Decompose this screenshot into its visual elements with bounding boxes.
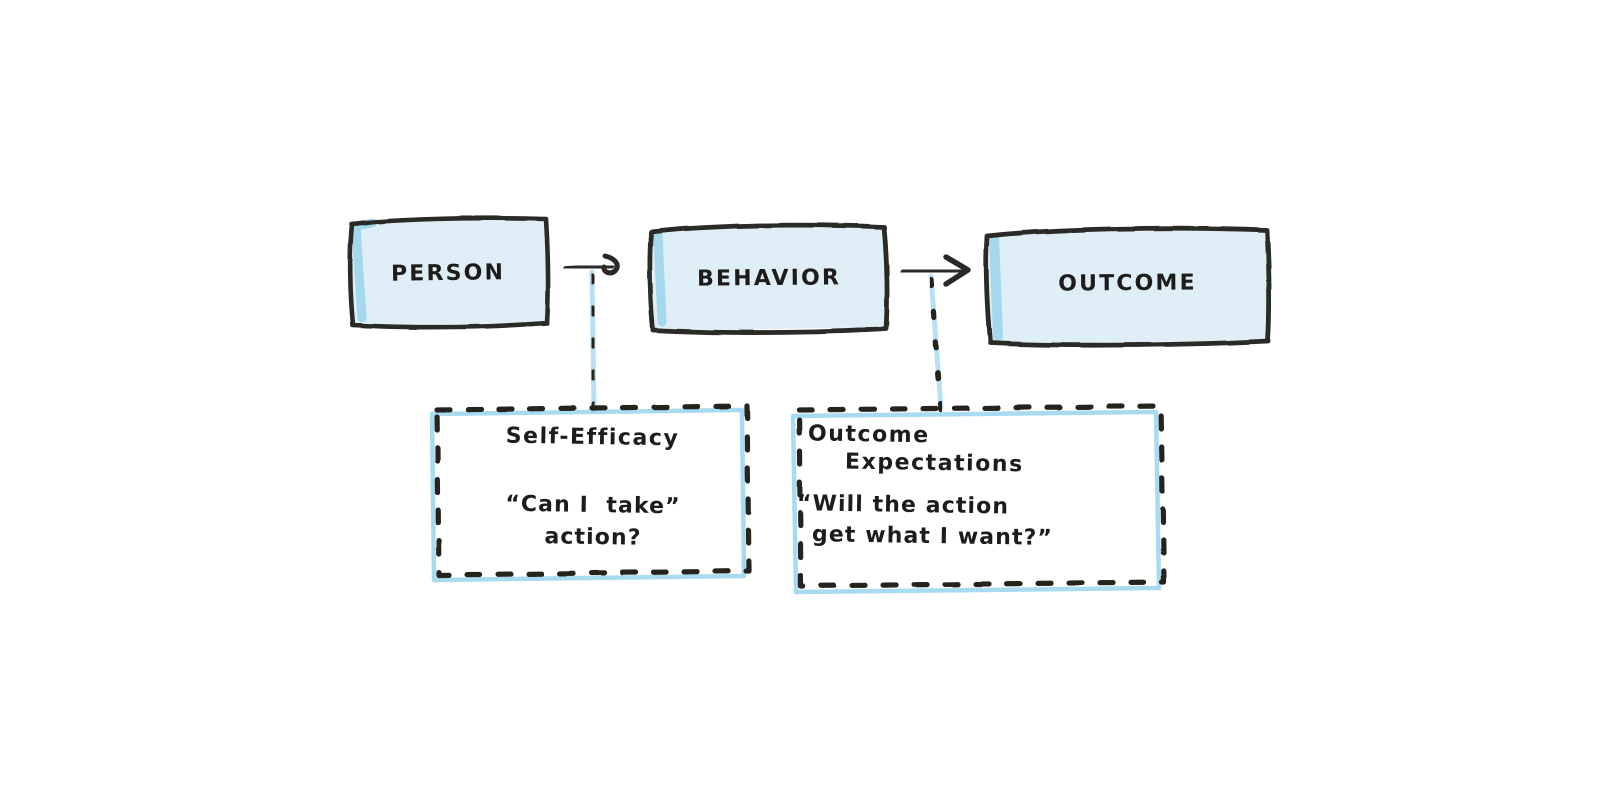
note-outcome-expectations-title-line-1: Outcome bbox=[807, 421, 930, 449]
arrow-person-to-behavior bbox=[563, 253, 620, 276]
note-self-efficacy-quote-line-1: “Can I take” bbox=[505, 491, 681, 520]
arrow-behavior-to-outcome bbox=[900, 254, 971, 287]
note-self-efficacy-underlay bbox=[429, 407, 747, 583]
node-outcome-fill bbox=[988, 229, 1270, 344]
note-self-efficacy-title: Self-Efficacy bbox=[505, 423, 680, 452]
node-behavior-fill bbox=[652, 226, 888, 331]
connector-self-efficacy-dots bbox=[589, 273, 597, 413]
connector-self-efficacy bbox=[589, 269, 597, 413]
node-behavior-border bbox=[647, 222, 890, 335]
node-person-border bbox=[347, 215, 551, 330]
node-outcome[interactable] bbox=[983, 225, 1272, 348]
arrow-person-to-behavior-head bbox=[601, 253, 620, 276]
node-behavior[interactable] bbox=[647, 222, 890, 335]
connector-outcome-expectations bbox=[928, 273, 944, 413]
note-outcome-expectations-quote-line-2: get what I want?” bbox=[811, 522, 1054, 551]
note-outcome-expectations[interactable] bbox=[790, 403, 1167, 595]
node-behavior-label: Behavior bbox=[696, 256, 842, 294]
node-outcome-border bbox=[983, 225, 1272, 348]
node-person-fill bbox=[350, 218, 549, 327]
arrow-behavior-to-outcome-shaft bbox=[900, 267, 966, 275]
connector-outcome-expectations-dots bbox=[928, 277, 944, 413]
note-outcome-expectations-border bbox=[796, 403, 1167, 589]
note-self-efficacy-quote-line-2: action? bbox=[544, 524, 642, 551]
note-outcome-expectations-quote-line-1: “Will the action bbox=[796, 491, 1010, 520]
node-person-label: Person bbox=[390, 251, 506, 289]
note-outcome-expectations-underlay bbox=[790, 409, 1162, 595]
node-person[interactable] bbox=[347, 215, 551, 330]
node-outcome-pencil-edge bbox=[989, 233, 1003, 341]
node-behavior-pencil-edge bbox=[653, 229, 667, 327]
note-self-efficacy[interactable] bbox=[429, 403, 752, 583]
node-outcome-label: Outcome bbox=[1058, 261, 1197, 299]
note-self-efficacy-border bbox=[434, 403, 752, 578]
note-outcome-expectations-title-line-2: Expectations bbox=[844, 449, 1024, 478]
arrow-behavior-to-outcome-head bbox=[943, 254, 971, 287]
